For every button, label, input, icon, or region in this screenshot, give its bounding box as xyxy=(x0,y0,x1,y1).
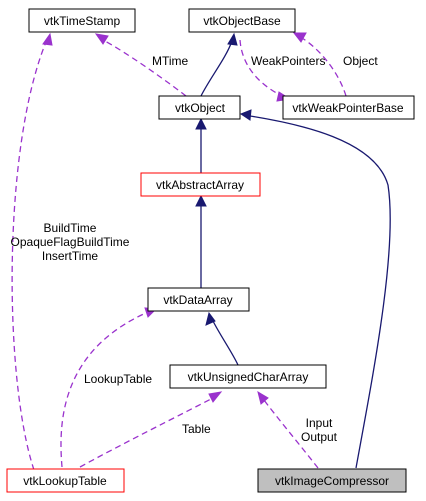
edge-uchararray-inherits-dataarray xyxy=(212,320,239,366)
label-lookuptable: LookupTable xyxy=(84,372,152,386)
node-label: vtkLookupTable xyxy=(23,474,107,488)
node-vtk-image-compressor[interactable]: vtkImageCompressor xyxy=(257,468,407,493)
label-object: Object xyxy=(343,54,378,68)
arrowhead-objectbase xyxy=(227,32,238,46)
edge-mtime xyxy=(104,40,187,97)
node-label: vtkUnsignedCharArray xyxy=(188,370,309,384)
arrowhead-dataarray xyxy=(205,311,216,326)
edge-object-inherits-objectbase xyxy=(200,40,233,97)
arrowhead-object xyxy=(195,117,207,130)
label-buildtime: BuildTime xyxy=(44,221,97,235)
edge-lookuptable xyxy=(60,311,149,468)
node-label: vtkObject xyxy=(175,101,226,115)
node-vtk-unsigned-char-array[interactable]: vtkUnsignedCharArray xyxy=(169,364,327,389)
arrowhead-object-usage xyxy=(292,32,307,43)
node-label: vtkTimeStamp xyxy=(44,14,121,28)
label-input: Input xyxy=(306,416,333,430)
label-table: Table xyxy=(182,422,211,436)
edge-buildtime xyxy=(11,41,47,471)
node-vtk-object[interactable]: vtkObject xyxy=(158,95,241,120)
label-inserttime: InsertTime xyxy=(42,249,99,263)
node-vtk-data-array[interactable]: vtkDataArray xyxy=(147,287,250,312)
node-vtk-weak-pointer-base[interactable]: vtkWeakPointerBase xyxy=(282,95,415,120)
edge-input-output xyxy=(263,399,319,469)
label-opaqueflag: OpaqueFlagBuildTime xyxy=(11,235,130,249)
arrowhead-input-output xyxy=(257,390,269,405)
node-vtk-time-stamp[interactable]: vtkTimeStamp xyxy=(28,8,136,33)
node-label: vtkDataArray xyxy=(163,293,232,307)
node-label: vtkAbstractArray xyxy=(156,178,244,192)
node-label: vtkImageCompressor xyxy=(275,474,389,488)
edge-compressor-inherits-object xyxy=(249,115,391,469)
arrowhead-buildtime xyxy=(42,32,53,46)
label-mtime: MTime xyxy=(152,54,189,68)
arrowhead-abstractarray xyxy=(195,194,207,207)
arrowhead-mtime xyxy=(94,33,109,45)
node-vtk-lookup-table[interactable]: vtkLookupTable xyxy=(6,468,125,493)
label-output: Output xyxy=(301,430,338,444)
node-vtk-abstract-array[interactable]: vtkAbstractArray xyxy=(140,172,261,197)
node-vtk-object-base[interactable]: vtkObjectBase xyxy=(188,8,296,33)
node-label: vtkObjectBase xyxy=(203,14,281,28)
edge-table xyxy=(79,397,214,468)
arrowhead-object-compressor xyxy=(239,109,252,121)
edge-weakpointers xyxy=(239,39,283,97)
node-label: vtkWeakPointerBase xyxy=(292,101,403,115)
arrowhead-table xyxy=(208,391,223,403)
label-weakpointers: WeakPointers xyxy=(251,54,325,68)
